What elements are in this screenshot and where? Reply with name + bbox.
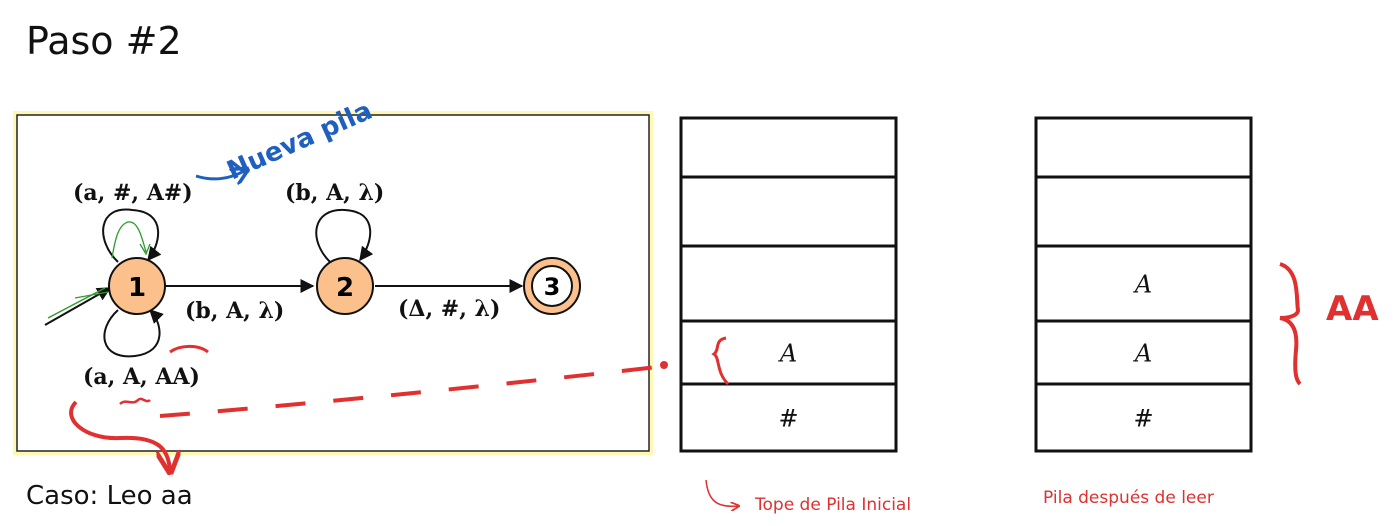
stack-cell-value: A: [1133, 271, 1152, 299]
page-title: Paso #2: [26, 19, 182, 63]
stack-cell-value: A: [1133, 340, 1152, 368]
stack-cell: [679, 175, 898, 248]
red-dashed-link: [159, 364, 667, 418]
state-3-final-ring: [531, 265, 573, 307]
red-arrow-to-caption: [69, 400, 170, 470]
loop-1-bottom: [103, 309, 164, 358]
nueva-pila-arrow: [195, 170, 246, 179]
state-1: 1: [108, 257, 166, 315]
stack-cell-value: A: [778, 340, 797, 368]
stack-initial: A#: [679, 116, 898, 453]
stack-cell: [1034, 116, 1253, 179]
green-trace-initial: [47, 287, 106, 319]
stack-cell: [679, 116, 898, 179]
state-1-label: 1: [128, 273, 146, 303]
stack-cell: [1034, 319, 1253, 386]
stack-cell-value: #: [778, 405, 798, 433]
stack-cell-value: #: [1133, 405, 1153, 433]
stack-cell: [1034, 244, 1253, 323]
red-squiggle: [119, 397, 151, 405]
state-3: 3: [523, 257, 581, 315]
aa-annotation: AA: [1326, 289, 1379, 329]
stack-after: A A #: [1034, 116, 1253, 453]
state-3-label: 3: [544, 273, 561, 301]
red-brace-initial: [711, 336, 730, 386]
state-2: 2: [316, 257, 374, 315]
loop-2: [315, 208, 374, 263]
green-trace-loop: [111, 221, 151, 259]
state-2-label: 2: [336, 273, 354, 303]
red-brace-after: [1279, 262, 1302, 386]
stack-cell: [679, 382, 898, 453]
stack-initial-caption: Tope de Pila Inicial: [754, 495, 911, 515]
transition-label-1-2: (b, A, λ): [185, 298, 284, 324]
stack-cell: [1034, 382, 1253, 453]
transition-label-2-2: (b, A, λ): [285, 180, 384, 206]
transition-label-2-3: (Δ, #, λ): [398, 296, 500, 322]
red-arc-over-aa: [169, 344, 209, 354]
stack-cell: [1034, 175, 1253, 248]
stack-cell: [679, 244, 898, 323]
transition-label-1-1-bottom: (a, A, AA): [83, 364, 200, 390]
loop-1-top: [102, 208, 162, 263]
stack-after-caption: Pila después de leer: [1043, 488, 1214, 508]
red-arrow-caption-initial: [705, 479, 738, 506]
transition-label-1-1-top: (a, #, A#): [73, 180, 193, 206]
case-caption: Caso: Leo aa: [26, 481, 193, 511]
